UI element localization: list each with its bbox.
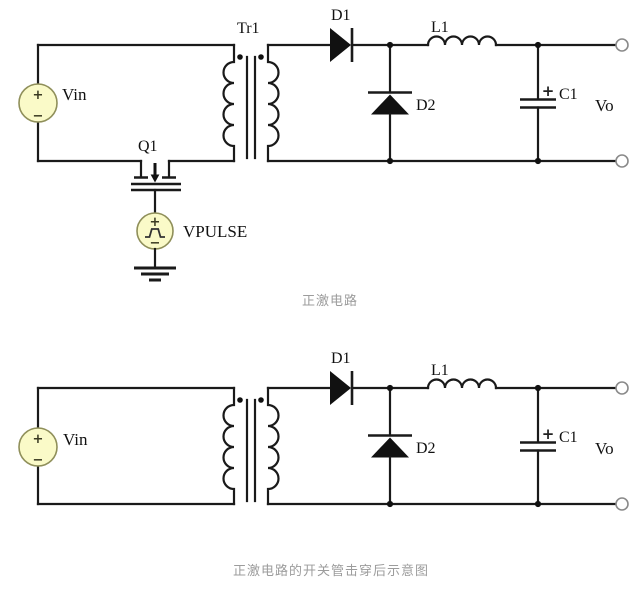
vin-source: + − [18,83,58,124]
d1-triangle [330,371,351,405]
d2-label: D2 [416,440,436,457]
vpulse-plus-sign: + [150,215,161,230]
vin-source-circle [18,427,58,467]
d1-diode [330,28,354,62]
junction-dot [534,500,542,508]
junction-dot [386,41,394,49]
junction-dot [386,500,394,508]
output-terminal-positive [615,38,629,52]
transformer-primary-winding [222,43,236,163]
d1-label: D1 [331,7,351,24]
junction-dot [386,157,394,165]
d1-triangle [330,28,351,62]
ground-icon [134,247,176,282]
output-terminal-negative [615,154,629,168]
junction-dot [534,157,542,165]
l1-inductor-coil [426,35,498,47]
vo-label: Vo [595,439,614,458]
c1-plus-sign: + [542,82,555,100]
d2-diode [368,386,412,506]
d2-triangle [371,437,409,458]
top-caption: 正激电路 [302,293,358,308]
secondary-polarity-dot [258,397,264,403]
q1-label: Q1 [138,138,158,155]
transformer-primary-winding [222,386,236,506]
transformer-secondary-winding [266,386,280,506]
output-terminal-positive [615,381,629,395]
tr1-label: Tr1 [237,20,260,37]
pulse-waveform-icon [145,228,165,238]
d1-diode [330,371,354,405]
vin-source-circle [18,83,58,123]
junction-dot [534,384,542,392]
vpulse-source: + − [136,212,174,251]
c1-capacitor: + [520,386,556,506]
d2-diode [368,43,412,163]
breakdown-circuit: + − Vin D1 L1 D2 [18,350,629,511]
q1-body-arrow-head [150,174,160,183]
vpulse-label: VPULSE [183,222,247,241]
vo-label: Vo [595,96,614,115]
junction-dot [534,41,542,49]
c1-label: C1 [559,429,578,446]
l1-label: L1 [431,362,449,379]
vpulse-minus-sign: − [150,236,161,251]
transformer-core-lines [245,398,257,503]
vin-source: + − [18,427,58,468]
vin-label: Vin [62,85,87,104]
c1-plus-sign: + [542,425,555,443]
l1-inductor-coil [426,378,498,390]
transformer-secondary-winding [266,43,280,163]
d2-triangle [371,94,409,115]
c1-capacitor: + [520,43,556,163]
output-terminal-negative [615,497,629,511]
primary-polarity-dot [237,54,243,60]
l1-label: L1 [431,19,449,36]
transformer-core-lines [245,55,257,160]
d1-label: D1 [331,350,351,367]
d2-label: D2 [416,97,436,114]
vin-minus-sign: − [33,109,44,124]
vin-plus-sign: + [33,432,44,447]
c1-label: C1 [559,86,578,103]
secondary-polarity-dot [258,54,264,60]
primary-polarity-dot [237,397,243,403]
bottom-caption: 正激电路的开关管击穿后示意图 [233,563,429,578]
c1-plates [520,98,556,109]
junction-dot [386,384,394,392]
forward-converter-circuit: + − Vin Q1 + − VPULSE [18,7,629,282]
c1-plates [520,441,556,452]
vin-label: Vin [63,430,88,449]
transformer [222,386,280,506]
vin-plus-sign: + [33,88,44,103]
vin-minus-sign: − [33,453,44,468]
transformer-tr1 [222,43,280,163]
q1-mosfet [131,159,181,215]
